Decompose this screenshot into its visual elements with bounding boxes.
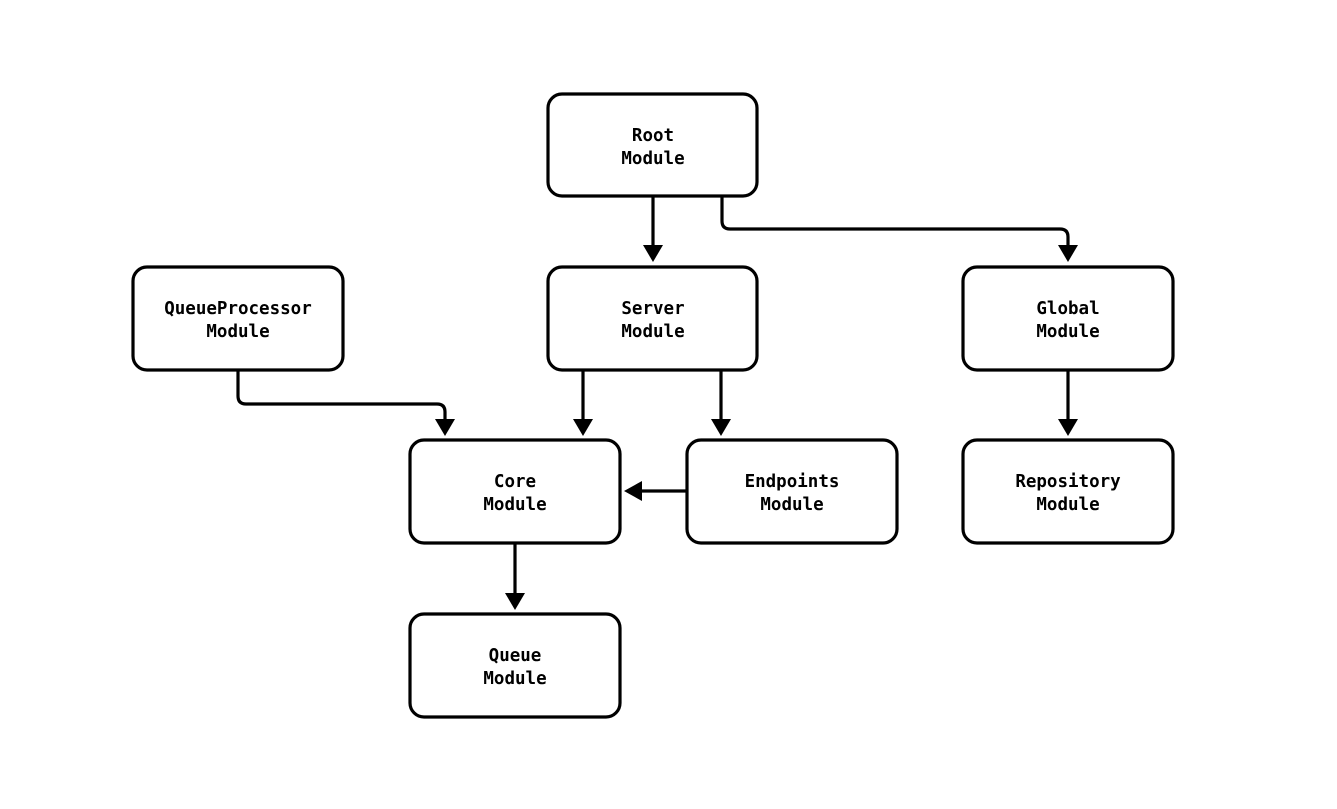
node-root-module[interactable]: Root Module xyxy=(546,92,759,198)
edge-core-to-queue xyxy=(505,543,525,610)
edge-root-to-server-arrowhead xyxy=(643,245,663,262)
node-queue-module-box[interactable] xyxy=(408,612,622,719)
node-core-module-box[interactable] xyxy=(408,438,622,545)
node-global-module-label-line1: Global xyxy=(1036,299,1099,319)
edge-root-to-global-line xyxy=(720,196,1070,246)
node-endpoints-module-label-line1: Endpoints xyxy=(745,472,840,492)
edge-root-to-global xyxy=(720,196,1078,262)
node-root-module-label-line2: Module xyxy=(621,149,684,169)
edge-queueprocessor-to-core-line xyxy=(236,370,447,419)
edge-queueprocessor-to-core xyxy=(236,370,455,436)
edge-global-to-repository-arrowhead xyxy=(1058,419,1078,436)
node-endpoints-module-box[interactable] xyxy=(685,438,899,545)
node-global-module-label-line2: Module xyxy=(1036,322,1099,342)
node-server-module[interactable]: Server Module xyxy=(546,265,759,372)
node-queue-module-label-line1: Queue xyxy=(489,646,542,666)
edge-endpoints-to-core-arrowhead xyxy=(624,481,642,501)
node-queue-module[interactable]: Queue Module xyxy=(408,612,622,719)
edge-server-to-endpoints-arrowhead xyxy=(711,419,731,436)
edge-core-to-queue-arrowhead xyxy=(505,593,525,610)
edge-server-to-core-arrowhead xyxy=(573,419,593,436)
node-server-module-box[interactable] xyxy=(546,265,759,372)
node-layer: Root Module QueueProcessor Module Server… xyxy=(131,92,1175,719)
edge-endpoints-to-core xyxy=(624,481,687,501)
edge-queueprocessor-to-core-arrowhead xyxy=(435,419,455,436)
edge-server-to-core xyxy=(573,370,593,436)
node-queueprocessor-module[interactable]: QueueProcessor Module xyxy=(131,265,345,372)
node-queueprocessor-module-label-line1: QueueProcessor xyxy=(164,299,312,319)
node-repository-module-label-line1: Repository xyxy=(1015,472,1121,492)
node-core-module-label-line2: Module xyxy=(483,495,546,515)
edge-root-to-server xyxy=(643,196,663,262)
node-server-module-label-line2: Module xyxy=(621,322,684,342)
node-repository-module-box[interactable] xyxy=(961,438,1175,545)
node-repository-module[interactable]: Repository Module xyxy=(961,438,1175,545)
node-endpoints-module[interactable]: Endpoints Module xyxy=(685,438,899,545)
edge-global-to-repository xyxy=(1058,370,1078,436)
node-queue-module-label-line2: Module xyxy=(483,669,546,689)
node-core-module[interactable]: Core Module xyxy=(408,438,622,545)
edge-server-to-endpoints xyxy=(711,370,731,436)
node-endpoints-module-label-line2: Module xyxy=(760,495,823,515)
node-server-module-label-line1: Server xyxy=(621,299,684,319)
node-root-module-box[interactable] xyxy=(546,92,759,198)
edge-root-to-global-arrowhead xyxy=(1058,245,1078,262)
node-global-module-box[interactable] xyxy=(961,265,1175,372)
node-global-module[interactable]: Global Module xyxy=(961,265,1175,372)
node-root-module-label-line1: Root xyxy=(632,126,674,146)
node-queueprocessor-module-label-line2: Module xyxy=(206,322,269,342)
node-repository-module-label-line2: Module xyxy=(1036,495,1099,515)
node-queueprocessor-module-box[interactable] xyxy=(131,265,345,372)
node-core-module-label-line1: Core xyxy=(494,472,536,492)
edge-layer xyxy=(236,196,1078,610)
